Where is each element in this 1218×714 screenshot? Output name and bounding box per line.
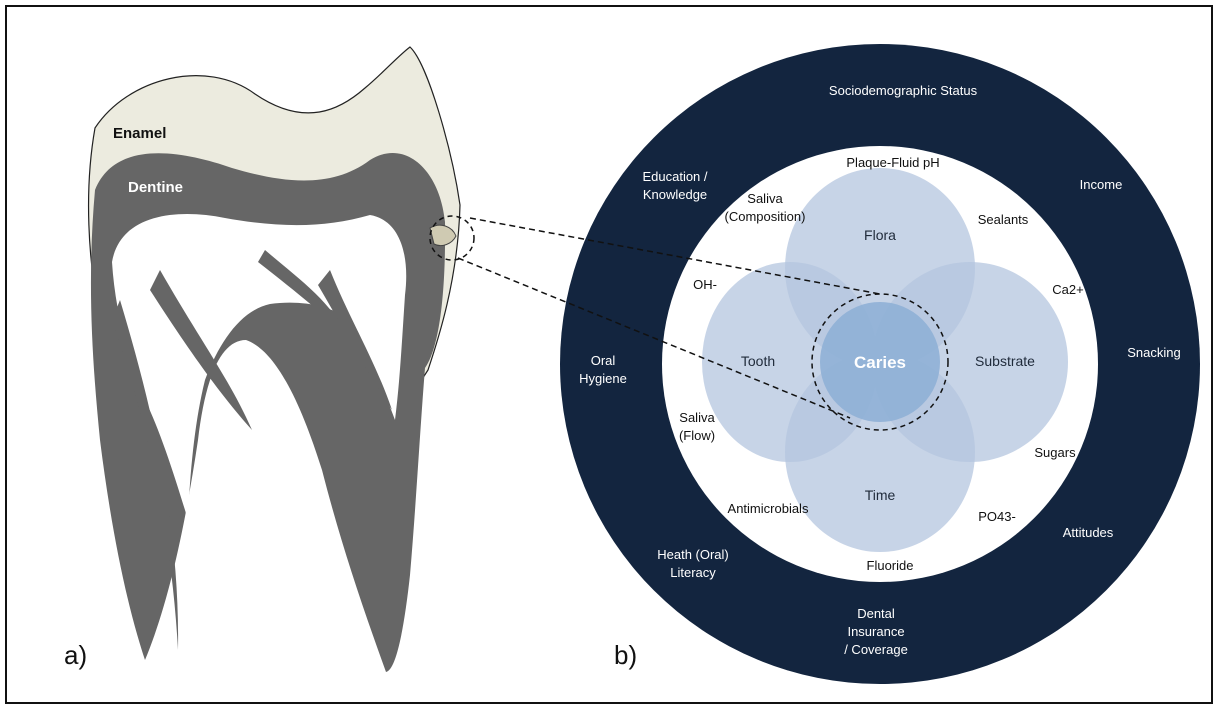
inner-label-plaque-ph: Plaque-Fluid pH bbox=[846, 155, 939, 170]
panel-a-label: a) bbox=[64, 640, 87, 670]
dentine-label: Dentine bbox=[128, 179, 183, 196]
factor-flora: Flora bbox=[864, 227, 896, 243]
outer-label-sociodemographic: Sociodemographic Status bbox=[829, 83, 978, 98]
inner-label-po4: PO43- bbox=[978, 509, 1016, 524]
inner-label-ca: Ca2+ bbox=[1052, 282, 1083, 297]
inner-label-sealants: Sealants bbox=[978, 212, 1029, 227]
panel-b-label: b) bbox=[614, 640, 637, 670]
outer-label-income: Income bbox=[1080, 177, 1123, 192]
outer-label-snacking: Snacking bbox=[1127, 345, 1180, 360]
factor-tooth: Tooth bbox=[741, 353, 775, 369]
inner-label-fluoride: Fluoride bbox=[867, 558, 914, 573]
inner-label-sugars: Sugars bbox=[1034, 445, 1076, 460]
inner-label-oh: OH- bbox=[693, 277, 717, 292]
inner-label-antimicrobials: Antimicrobials bbox=[728, 501, 809, 516]
factor-time: Time bbox=[865, 487, 896, 503]
outer-label-attitudes: Attitudes bbox=[1063, 525, 1114, 540]
factor-substrate: Substrate bbox=[975, 353, 1035, 369]
enamel-label: Enamel bbox=[113, 125, 166, 142]
factor-caries: Caries bbox=[854, 353, 906, 372]
